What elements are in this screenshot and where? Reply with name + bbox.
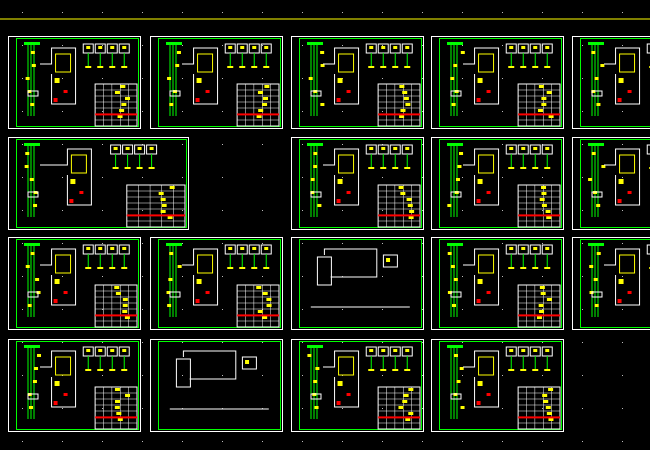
schematic <box>447 143 561 228</box>
drawing-sheet[interactable] <box>431 36 564 129</box>
parts-table <box>517 83 561 127</box>
drawing-sheet[interactable] <box>8 36 141 129</box>
drawing-sheet[interactable] <box>572 237 650 330</box>
parts-table <box>94 284 138 328</box>
sheet-border <box>16 38 139 127</box>
drawing-sheet[interactable] <box>431 339 564 432</box>
sheet-frame <box>291 137 424 230</box>
parts-table <box>377 83 421 127</box>
sheet-border <box>299 341 422 430</box>
sheet-frame <box>150 36 283 129</box>
schematic <box>588 42 650 116</box>
drawing-sheet[interactable] <box>291 137 424 230</box>
schematic <box>24 143 186 228</box>
sheet-border <box>580 139 650 228</box>
sheet-border <box>158 38 281 127</box>
sheet-frame <box>291 36 424 129</box>
parts-table <box>94 83 138 127</box>
parts-table <box>94 386 138 430</box>
sheet-frame <box>431 237 564 330</box>
sheet-border <box>299 139 422 228</box>
drawing-sheet[interactable] <box>291 339 424 432</box>
sheet-frame <box>8 339 141 432</box>
sheet-border <box>158 239 281 328</box>
schematic <box>447 345 561 430</box>
sheet-border <box>439 38 562 127</box>
schematic <box>24 345 138 430</box>
sheet-frame <box>572 237 650 330</box>
sheet-border <box>16 239 139 328</box>
parts-table <box>517 386 561 430</box>
schematic <box>310 248 410 308</box>
drawing-sheet[interactable] <box>150 339 283 432</box>
drawing-sheet[interactable] <box>572 36 650 129</box>
parts-table <box>236 284 280 328</box>
sheet-border <box>158 341 281 430</box>
sheet-frame <box>150 237 283 330</box>
parts-table <box>377 184 421 228</box>
sheet-border <box>580 38 650 127</box>
sheet-frame <box>8 36 141 129</box>
sheet-border <box>16 139 187 228</box>
drawing-sheet[interactable] <box>150 237 283 330</box>
parts-table <box>517 184 561 228</box>
sheet-border <box>439 341 562 430</box>
sheet-border <box>299 38 422 127</box>
sheet-frame <box>291 237 424 330</box>
parts-table <box>517 284 561 328</box>
schematic <box>447 243 561 328</box>
parts-table <box>377 386 421 430</box>
drawing-sheet[interactable] <box>8 237 141 330</box>
sheet-border <box>439 139 562 228</box>
schematic <box>307 143 421 228</box>
schematic <box>307 42 421 127</box>
drawing-sheet[interactable] <box>150 36 283 129</box>
drawing-sheet[interactable] <box>291 237 424 330</box>
sheet-frame <box>431 36 564 129</box>
sheet-frame <box>8 137 189 230</box>
sheet-border <box>580 239 650 328</box>
schematic <box>588 243 650 317</box>
drawing-sheet[interactable] <box>431 237 564 330</box>
sheet-frame <box>291 339 424 432</box>
schematic <box>166 243 280 328</box>
schematic <box>588 143 650 217</box>
schematic <box>166 42 280 127</box>
schematic <box>447 42 561 127</box>
sheet-frame <box>572 137 650 230</box>
parts-table <box>126 184 186 228</box>
schematic <box>307 345 421 430</box>
drawing-sheet[interactable] <box>431 137 564 230</box>
sheet-border <box>16 341 139 430</box>
drawing-sheet[interactable] <box>8 137 189 230</box>
sheet-frame <box>431 339 564 432</box>
parts-table <box>236 83 280 127</box>
sheet-border <box>439 239 562 328</box>
sheet-frame <box>572 36 650 129</box>
sheet-frame <box>431 137 564 230</box>
drawing-sheet[interactable] <box>572 137 650 230</box>
sheet-frame <box>8 237 141 330</box>
sheet-frame <box>150 339 283 432</box>
schematic <box>24 42 138 127</box>
drawing-sheet[interactable] <box>291 36 424 129</box>
drawing-sheet[interactable] <box>8 339 141 432</box>
sheet-border <box>299 239 422 328</box>
schematic <box>24 243 138 328</box>
schematic <box>169 350 269 410</box>
